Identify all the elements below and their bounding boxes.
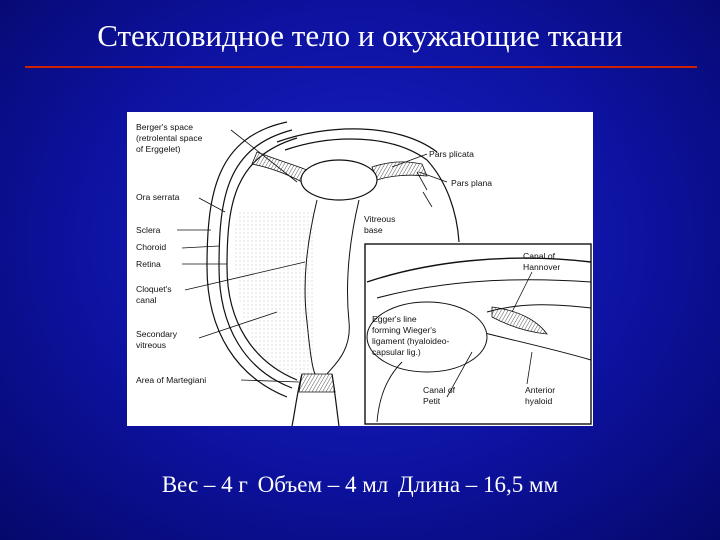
sclera-outline xyxy=(206,121,288,398)
anatomy-illustration: Berger's space (retrolental space of Erg… xyxy=(136,121,592,426)
label-retina: Retina xyxy=(136,259,161,269)
cloquet-canal-right xyxy=(326,199,360,375)
label-hannover-2: Hannover xyxy=(523,262,560,272)
left-labels: Berger's space (retrolental space of Erg… xyxy=(136,122,206,385)
label-berger-1: Berger's space xyxy=(136,122,193,132)
label-egger-1: Egger's line xyxy=(372,314,417,324)
volume-text: Объем – 4 мл xyxy=(257,472,389,497)
label-egger-4: capsular lig.) xyxy=(372,347,421,357)
lens-inset xyxy=(366,301,488,373)
label-egger-3: ligament (hyaloideo- xyxy=(372,336,450,346)
label-martegiani: Area of Martegiani xyxy=(136,375,206,385)
label-pars-plicata: Pars plicata xyxy=(429,149,474,159)
martegiani-area xyxy=(298,373,336,393)
label-hannover-1: Canal of xyxy=(523,251,556,261)
label-anterior-2: hyaloid xyxy=(525,396,552,406)
label-berger-2: (retrolental space xyxy=(136,133,203,143)
label-cloquet-1: Cloquet's xyxy=(136,284,172,294)
anterior-leader xyxy=(526,351,533,385)
label-sclera: Sclera xyxy=(136,225,161,235)
inset-left-curve xyxy=(376,361,403,423)
vitreous-anatomy-figure: Berger's space (retrolental space of Erg… xyxy=(127,112,593,426)
hannover-shading xyxy=(491,306,548,335)
cornea-outline xyxy=(276,128,438,153)
title-divider xyxy=(25,66,697,68)
hannover-leader xyxy=(511,271,533,313)
label-anterior-1: Anterior xyxy=(525,385,555,395)
ciliary-body-left xyxy=(251,151,308,183)
secondary-vitreous xyxy=(234,212,315,378)
weight-text: Вес – 4 г xyxy=(161,472,248,497)
length-text: Длина – 16,5 мм xyxy=(398,472,559,497)
cornea-inner xyxy=(284,138,428,161)
label-egger-2: forming Wieger's xyxy=(372,325,436,335)
label-petit-1: Canal of xyxy=(423,385,456,395)
label-pars-plana: Pars plana xyxy=(451,178,492,188)
right-leader-lines xyxy=(391,153,448,208)
inset-curve-top xyxy=(366,257,592,283)
label-choroid: Choroid xyxy=(136,242,166,252)
label-secondary-1: Secondary xyxy=(136,329,178,339)
label-petit-2: Petit xyxy=(423,396,441,406)
magnified-inset xyxy=(364,243,592,425)
left-leader-lines xyxy=(177,129,306,383)
petit-leader xyxy=(446,351,473,398)
label-secondary-2: vitreous xyxy=(136,340,166,350)
slide-title: Стекловидное тело и окужающие ткани xyxy=(97,18,623,53)
label-ora-serrata: Ora serrata xyxy=(136,192,180,202)
choroid-outline xyxy=(218,129,293,389)
inset-curve-2 xyxy=(376,279,592,299)
globe-right-edge xyxy=(426,159,460,243)
label-vitreous-base-1: Vitreous xyxy=(364,214,395,224)
label-berger-3: of Erggelet) xyxy=(136,144,181,154)
vitreous-parameters: Вес – 4 г Объем – 4 мл Длина – 16,5 мм xyxy=(0,472,720,498)
right-labels: Pars plicata Pars plana Vitreous base Ca… xyxy=(364,149,560,406)
label-vitreous-base-2: base xyxy=(364,225,383,235)
lens xyxy=(300,159,378,201)
label-cloquet-2: canal xyxy=(136,295,157,305)
ciliary-body-right xyxy=(371,161,428,181)
